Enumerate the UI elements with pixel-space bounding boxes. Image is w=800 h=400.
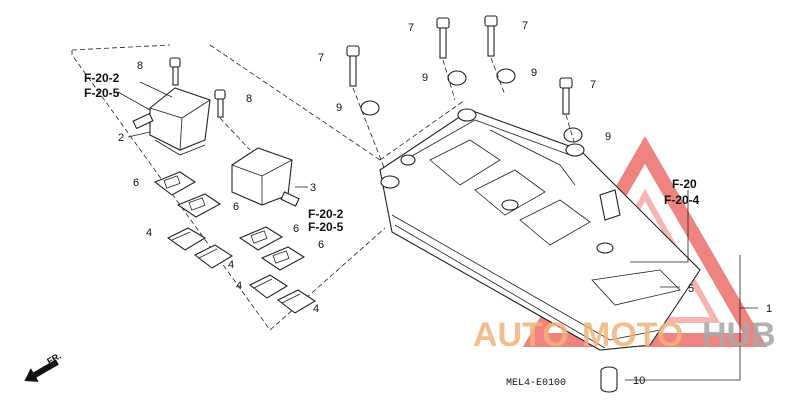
label-part-4-c: 4: [236, 280, 242, 292]
cover-rib-4: [489, 129, 576, 186]
front-arrow-icon: [24, 359, 59, 382]
label-part-2: 2: [118, 132, 124, 144]
label-part-7-b: 7: [522, 20, 528, 32]
cover-boss-5: [501, 199, 519, 211]
cover-lip-lower: [394, 224, 606, 349]
leader-ref-f20: [630, 190, 689, 263]
ignition-coil-3: [231, 147, 300, 207]
seal-4-a: [166, 227, 207, 251]
left-assembly-outline: [71, 50, 386, 331]
cover-boss-4: [400, 154, 416, 166]
cover-rib-1: [429, 139, 501, 186]
plug-cap-6-b: [176, 193, 222, 218]
breather-pipe: [599, 189, 621, 221]
label-part-9-a: 9: [422, 72, 428, 84]
front-arrow: [24, 359, 59, 382]
guide-bolt-c: [352, 87, 386, 171]
leader-part-2: [127, 131, 151, 138]
cover-boss-1: [380, 175, 400, 189]
diagram-code: MEL4-E0100: [506, 378, 566, 389]
label-part-4-d: 4: [313, 303, 319, 315]
cylinder-head-cover: [379, 108, 701, 351]
grommet-9-d: [563, 127, 583, 143]
label-part-9-d: 9: [605, 131, 611, 143]
label-part-10: 10: [633, 375, 645, 387]
plug-cap-6-a: [153, 171, 197, 196]
guide-bolt-b: [490, 57, 506, 96]
bolt-7-b: [484, 15, 498, 57]
cover-boss-6: [596, 242, 614, 254]
ref-f202-top[interactable]: F-20-2: [84, 71, 120, 85]
ref-f202-mid[interactable]: F-20-2: [308, 207, 344, 221]
label-part-3: 3: [310, 182, 316, 194]
label-part-6-a: 6: [133, 177, 139, 189]
label-part-8-a: 8: [137, 60, 143, 72]
cover-body: [379, 109, 701, 351]
seal-4-b: [193, 244, 234, 269]
label-part-6-b: 6: [233, 201, 239, 213]
watermark-text-a: AUTO: [473, 316, 569, 354]
left-assembly-top: [71, 44, 171, 51]
grommet-9-a: [447, 70, 467, 86]
plug-cap-6-c: [238, 226, 284, 251]
cover-boss-3: [565, 143, 585, 157]
ignition-coil-2: [132, 87, 211, 156]
ref-f204[interactable]: F-20-4: [664, 193, 700, 207]
label-part-7-c: 7: [318, 52, 324, 64]
label-part-7-d: 7: [590, 79, 596, 91]
label-part-6-d: 6: [318, 239, 324, 251]
upper-guide-line: [209, 44, 381, 161]
bolt-7-c: [346, 45, 360, 87]
label-part-6-c: 6: [293, 223, 299, 235]
guide-bolt-a: [442, 59, 456, 101]
label-part-8-b: 8: [246, 93, 252, 105]
bolt-7-d: [559, 77, 573, 115]
label-part-4-a: 4: [146, 227, 152, 239]
front-label: FR.: [45, 351, 63, 367]
leader-ref-f202-b: [139, 81, 173, 98]
bolt-8-a: [169, 57, 181, 86]
ref-f20[interactable]: F-20: [672, 177, 697, 191]
cover-rib-3: [519, 199, 591, 246]
leader-part-1: [625, 255, 741, 381]
label-part-9-c: 9: [336, 102, 342, 114]
label-part-9-b: 9: [531, 67, 537, 79]
watermark-text: AUTO MOTO HUB: [473, 316, 776, 354]
cover-ridge: [404, 119, 571, 161]
label-part-5: 5: [688, 283, 694, 295]
seal-4-c: [248, 274, 289, 299]
label-part-1: 1: [766, 303, 772, 315]
cover-boss-2: [457, 108, 477, 122]
watermark-text-b: MOTO: [582, 316, 683, 354]
seal-4-d: [276, 289, 317, 314]
plug-cap-6-d: [260, 246, 306, 271]
grommet-9-b: [496, 68, 516, 84]
collar-10: [600, 366, 618, 393]
label-part-7-a: 7: [408, 22, 414, 34]
bolt-8-b: [214, 89, 226, 118]
leader-ref-f202: [117, 91, 151, 111]
watermark-text-c: HUB: [702, 316, 776, 354]
ref-f205-top[interactable]: F-20-5: [84, 86, 120, 100]
label-part-4-b: 4: [228, 259, 234, 271]
cover-rib-2: [474, 169, 546, 216]
gasket-5: [591, 269, 681, 306]
bolt-guide-line: [379, 99, 466, 161]
guide-bolt-d: [565, 114, 576, 146]
cover-lip: [391, 214, 661, 341]
ref-f205-mid[interactable]: F-20-5: [308, 220, 344, 234]
guide-coil-3: [219, 117, 251, 151]
grommet-9-c: [360, 100, 380, 116]
bolt-7-a: [436, 17, 450, 59]
